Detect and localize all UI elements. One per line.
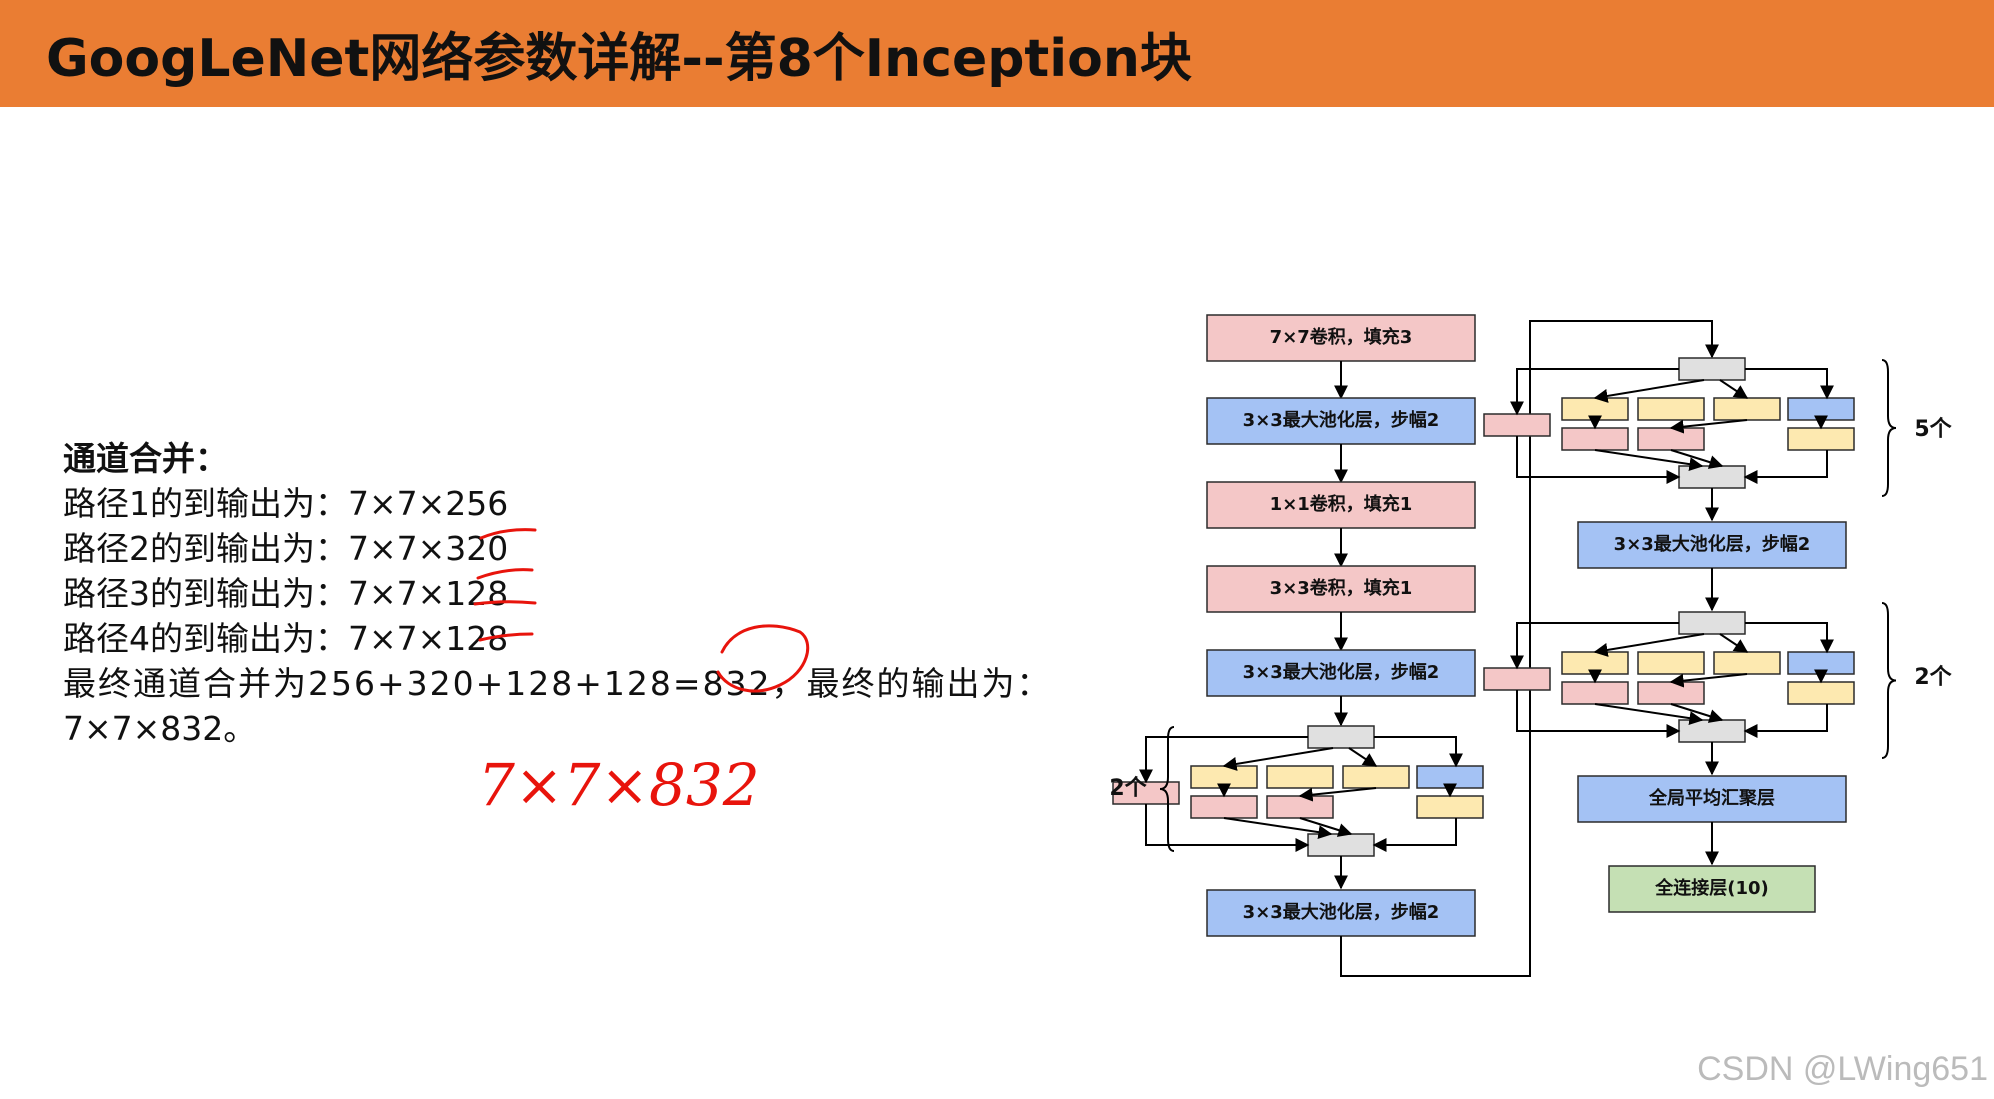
note-line-2: 路径2的到输出为：7×7×320 — [63, 529, 509, 568]
left-block-5 — [1206, 649, 1476, 697]
left-inception-b2-conv3 — [1190, 795, 1258, 819]
right-inception-1-edge — [1516, 436, 1681, 484]
right-block-1 — [1577, 521, 1847, 569]
left-block-3 — [1206, 481, 1476, 529]
left-inception-concat — [1307, 833, 1375, 857]
right-inception-1-b4-conv1 — [1787, 427, 1855, 451]
left-block-1 — [1206, 314, 1476, 362]
left-inception-split — [1307, 725, 1375, 749]
right-inception-2-b3-pool — [1713, 651, 1781, 675]
right-inception-2-edge — [1516, 690, 1681, 738]
left-inception-edge — [1222, 747, 1334, 771]
left-inception-edge — [1298, 787, 1377, 802]
right-inception-1-b4-pool — [1787, 397, 1855, 421]
note-line-1: 路径1的到输出为：7×7×256 — [63, 484, 509, 523]
right-inception-2-edge — [1593, 633, 1705, 657]
note-line-5: 最终通道合并为256+320+128+128=832，最终的输出为： — [63, 664, 1052, 703]
right-inception-2-b1-conv — [1483, 667, 1551, 691]
right-block-1-label: 3×3最大池化层，步幅2 — [1614, 533, 1811, 555]
right-inception-2-edge — [1719, 633, 1749, 653]
right-inception-2-edge — [1670, 703, 1724, 723]
right-inception-1-concat — [1678, 465, 1746, 489]
column-connector — [1340, 320, 1719, 977]
right-block-3 — [1608, 865, 1816, 913]
left-inception-b4-conv1 — [1416, 795, 1484, 819]
title-bar: GoogLeNet网络参数详解--第8个Inception块 — [0, 0, 1994, 107]
right-inception-2-b3-conv1 — [1637, 651, 1705, 675]
left-inception-edge — [1299, 817, 1353, 837]
right-inception-1-edge — [1743, 450, 1828, 484]
right-inception-2-b3-conv5 — [1637, 681, 1705, 705]
left-block-4-label: 3×3卷积，填充1 — [1270, 577, 1413, 599]
note-line-3: 路径3的到输出为：7×7×128 — [63, 574, 509, 613]
left-block-1-label: 7×7卷积，填充3 — [1270, 326, 1413, 348]
right-inception-1-b3-conv1 — [1637, 397, 1705, 421]
left-inception-b3-conv5 — [1266, 795, 1334, 819]
right-repeat-label-1: 5个 — [1914, 417, 1952, 442]
right-inception-1-edge — [1510, 368, 1679, 416]
left-inception-edge — [1145, 804, 1310, 852]
right-inception-1-edge — [1669, 419, 1748, 434]
left-inception-edge — [1139, 736, 1308, 784]
right-block-2 — [1577, 775, 1847, 823]
left-block-6-label: 3×3最大池化层，步幅2 — [1243, 901, 1440, 923]
right-inception-2-edge — [1594, 703, 1704, 726]
right-inception-1-b1-conv — [1483, 413, 1551, 437]
left-block-5-label: 3×3最大池化层，步幅2 — [1243, 661, 1440, 683]
right-repeat-label-2: 2个 — [1914, 665, 1952, 690]
right-inception-2-b4-conv1 — [1787, 681, 1855, 705]
left-inception-b3-pool — [1342, 765, 1410, 789]
left-inception-edge — [1372, 818, 1457, 852]
right-inception-2-edge — [1510, 622, 1679, 670]
right-inception-1-edge — [1670, 449, 1724, 469]
right-inception-2-edge — [1743, 704, 1828, 738]
left-inception-b4-pool — [1416, 765, 1484, 789]
right-brace-2 — [1881, 602, 1897, 759]
right-inception-1-edge — [1593, 379, 1705, 403]
right-inception-2-edge — [1669, 673, 1748, 688]
right-inception-1-edge — [1594, 449, 1704, 472]
left-inception-edge — [1223, 817, 1333, 840]
right-inception-1-edge — [1745, 368, 1834, 400]
left-repeat-label: 2个 — [1109, 776, 1147, 801]
notes-heading: 通道合并： — [63, 439, 228, 478]
right-inception-2-edge — [1745, 622, 1834, 654]
right-inception-1-b3-pool — [1713, 397, 1781, 421]
left-brace — [1159, 726, 1175, 852]
right-inception-2-b2-conv3 — [1561, 681, 1629, 705]
watermark: CSDN @LWing651 — [1697, 1050, 1988, 1088]
note-line-6: 7×7×832。 — [63, 709, 257, 748]
right-inception-2-split — [1678, 611, 1746, 635]
right-inception-2-concat — [1678, 719, 1746, 743]
page-title: GoogLeNet网络参数详解--第8个Inception块 — [46, 29, 1192, 89]
note-line-4: 路径4的到输出为：7×7×128 — [63, 619, 509, 658]
right-inception-1-edge — [1719, 379, 1749, 399]
right-block-3-label: 全连接层(10) — [1654, 877, 1769, 899]
right-brace-1 — [1881, 359, 1897, 497]
left-block-3-label: 1×1卷积，填充1 — [1270, 493, 1413, 515]
left-block-6 — [1206, 889, 1476, 937]
right-inception-1-split — [1678, 357, 1746, 381]
right-inception-2-b2-conv1 — [1561, 651, 1629, 675]
right-inception-1-b3-conv5 — [1637, 427, 1705, 451]
right-inception-1-b2-conv1 — [1561, 397, 1629, 421]
left-block-4 — [1206, 565, 1476, 613]
left-inception-b3-conv1 — [1266, 765, 1334, 789]
left-block-2-label: 3×3最大池化层，步幅2 — [1243, 409, 1440, 431]
left-inception-b2-conv1 — [1190, 765, 1258, 789]
right-block-2-label: 全局平均汇聚层 — [1648, 787, 1775, 809]
left-inception-edge — [1348, 747, 1378, 767]
left-inception-edge — [1374, 736, 1463, 768]
right-inception-1-b2-conv3 — [1561, 427, 1629, 451]
right-inception-2-b4-pool — [1787, 651, 1855, 675]
